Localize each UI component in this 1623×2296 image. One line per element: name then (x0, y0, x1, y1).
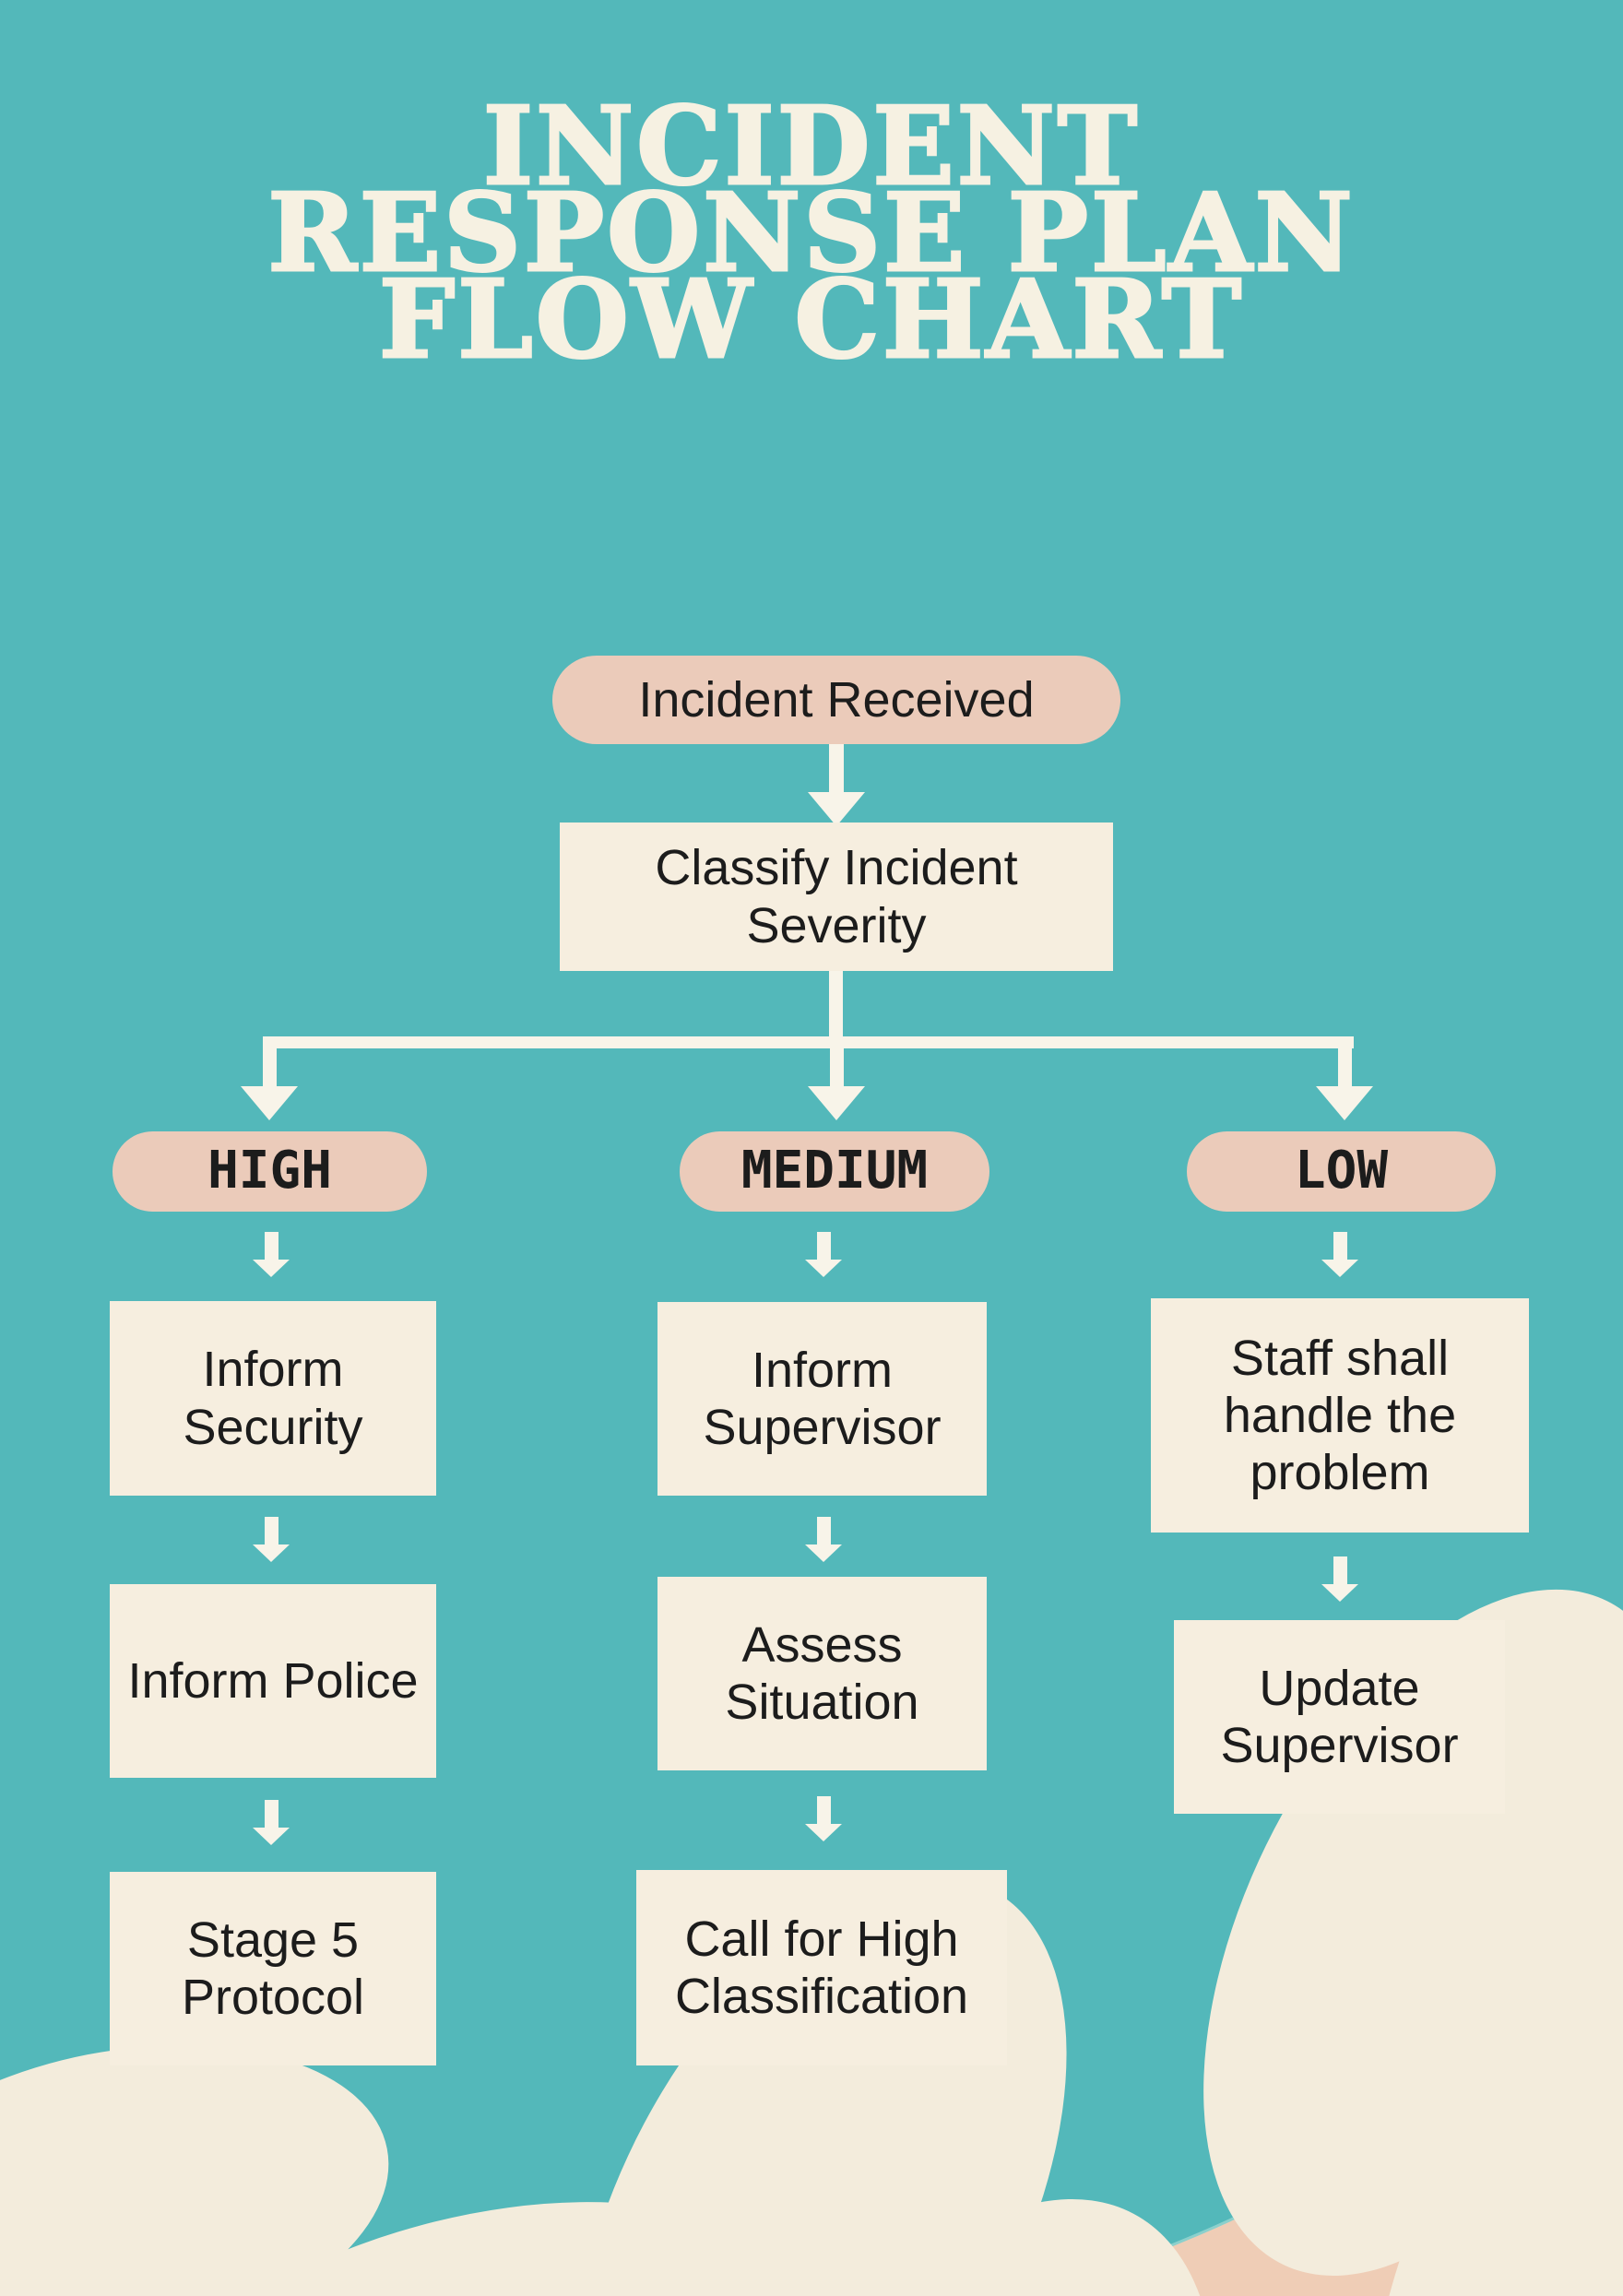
flow-node-stage-5-protocol: Stage 5 Protocol (110, 1872, 436, 2065)
leaf-branch-icon (1503, 1681, 1623, 2296)
arrow-down-icon (253, 1800, 290, 1845)
title-line: FLOW CHART (377, 257, 1245, 383)
branch-pill-low: LOW (1187, 1131, 1496, 1212)
arrow-down-icon (1321, 1232, 1358, 1277)
flow-node-call-for-high-classification: Call for High Classification (636, 1870, 1007, 2065)
page-title: INCIDENT RESPONSE PLAN FLOW CHART (0, 84, 1623, 383)
arrow-down-icon (241, 1048, 298, 1120)
corner-wave-shape (1038, 1978, 1623, 2296)
flow-node-staff-handle-problem: Staff shall handle the problem (1151, 1298, 1529, 1533)
arrow-down-icon (1321, 1556, 1358, 1602)
arrow-down-icon (253, 1517, 290, 1562)
flow-node-assess-situation: Assess Situation (657, 1577, 987, 1770)
flow-node-inform-supervisor: Inform Supervisor (657, 1302, 987, 1496)
arrow-down-icon (253, 1232, 290, 1277)
leaf-branch-icon (1609, 1742, 1623, 2296)
connector-vertical-line (829, 971, 843, 1046)
flow-node-update-supervisor: Update Supervisor (1174, 1620, 1505, 1814)
arrow-down-icon (808, 1046, 865, 1120)
arrow-down-icon (805, 1796, 842, 1841)
arrow-down-icon (805, 1232, 842, 1277)
flow-node-inform-security: Inform Security (110, 1301, 436, 1496)
branch-pill-high: HIGH (113, 1131, 427, 1212)
title-line: RESPONSE PLAN (267, 171, 1356, 296)
arrow-down-icon (1316, 1048, 1373, 1120)
branch-pill-medium: MEDIUM (680, 1131, 989, 1212)
flow-node-inform-police: Inform Police (110, 1584, 436, 1778)
flow-node-classify-severity: Classify Incident Severity (560, 823, 1113, 971)
title-line: INCIDENT (481, 84, 1141, 209)
flow-node-incident-received: Incident Received (552, 656, 1120, 744)
arrow-down-icon (805, 1517, 842, 1562)
connector-horizontal-line (263, 1036, 1354, 1048)
arrow-down-icon (808, 744, 865, 826)
